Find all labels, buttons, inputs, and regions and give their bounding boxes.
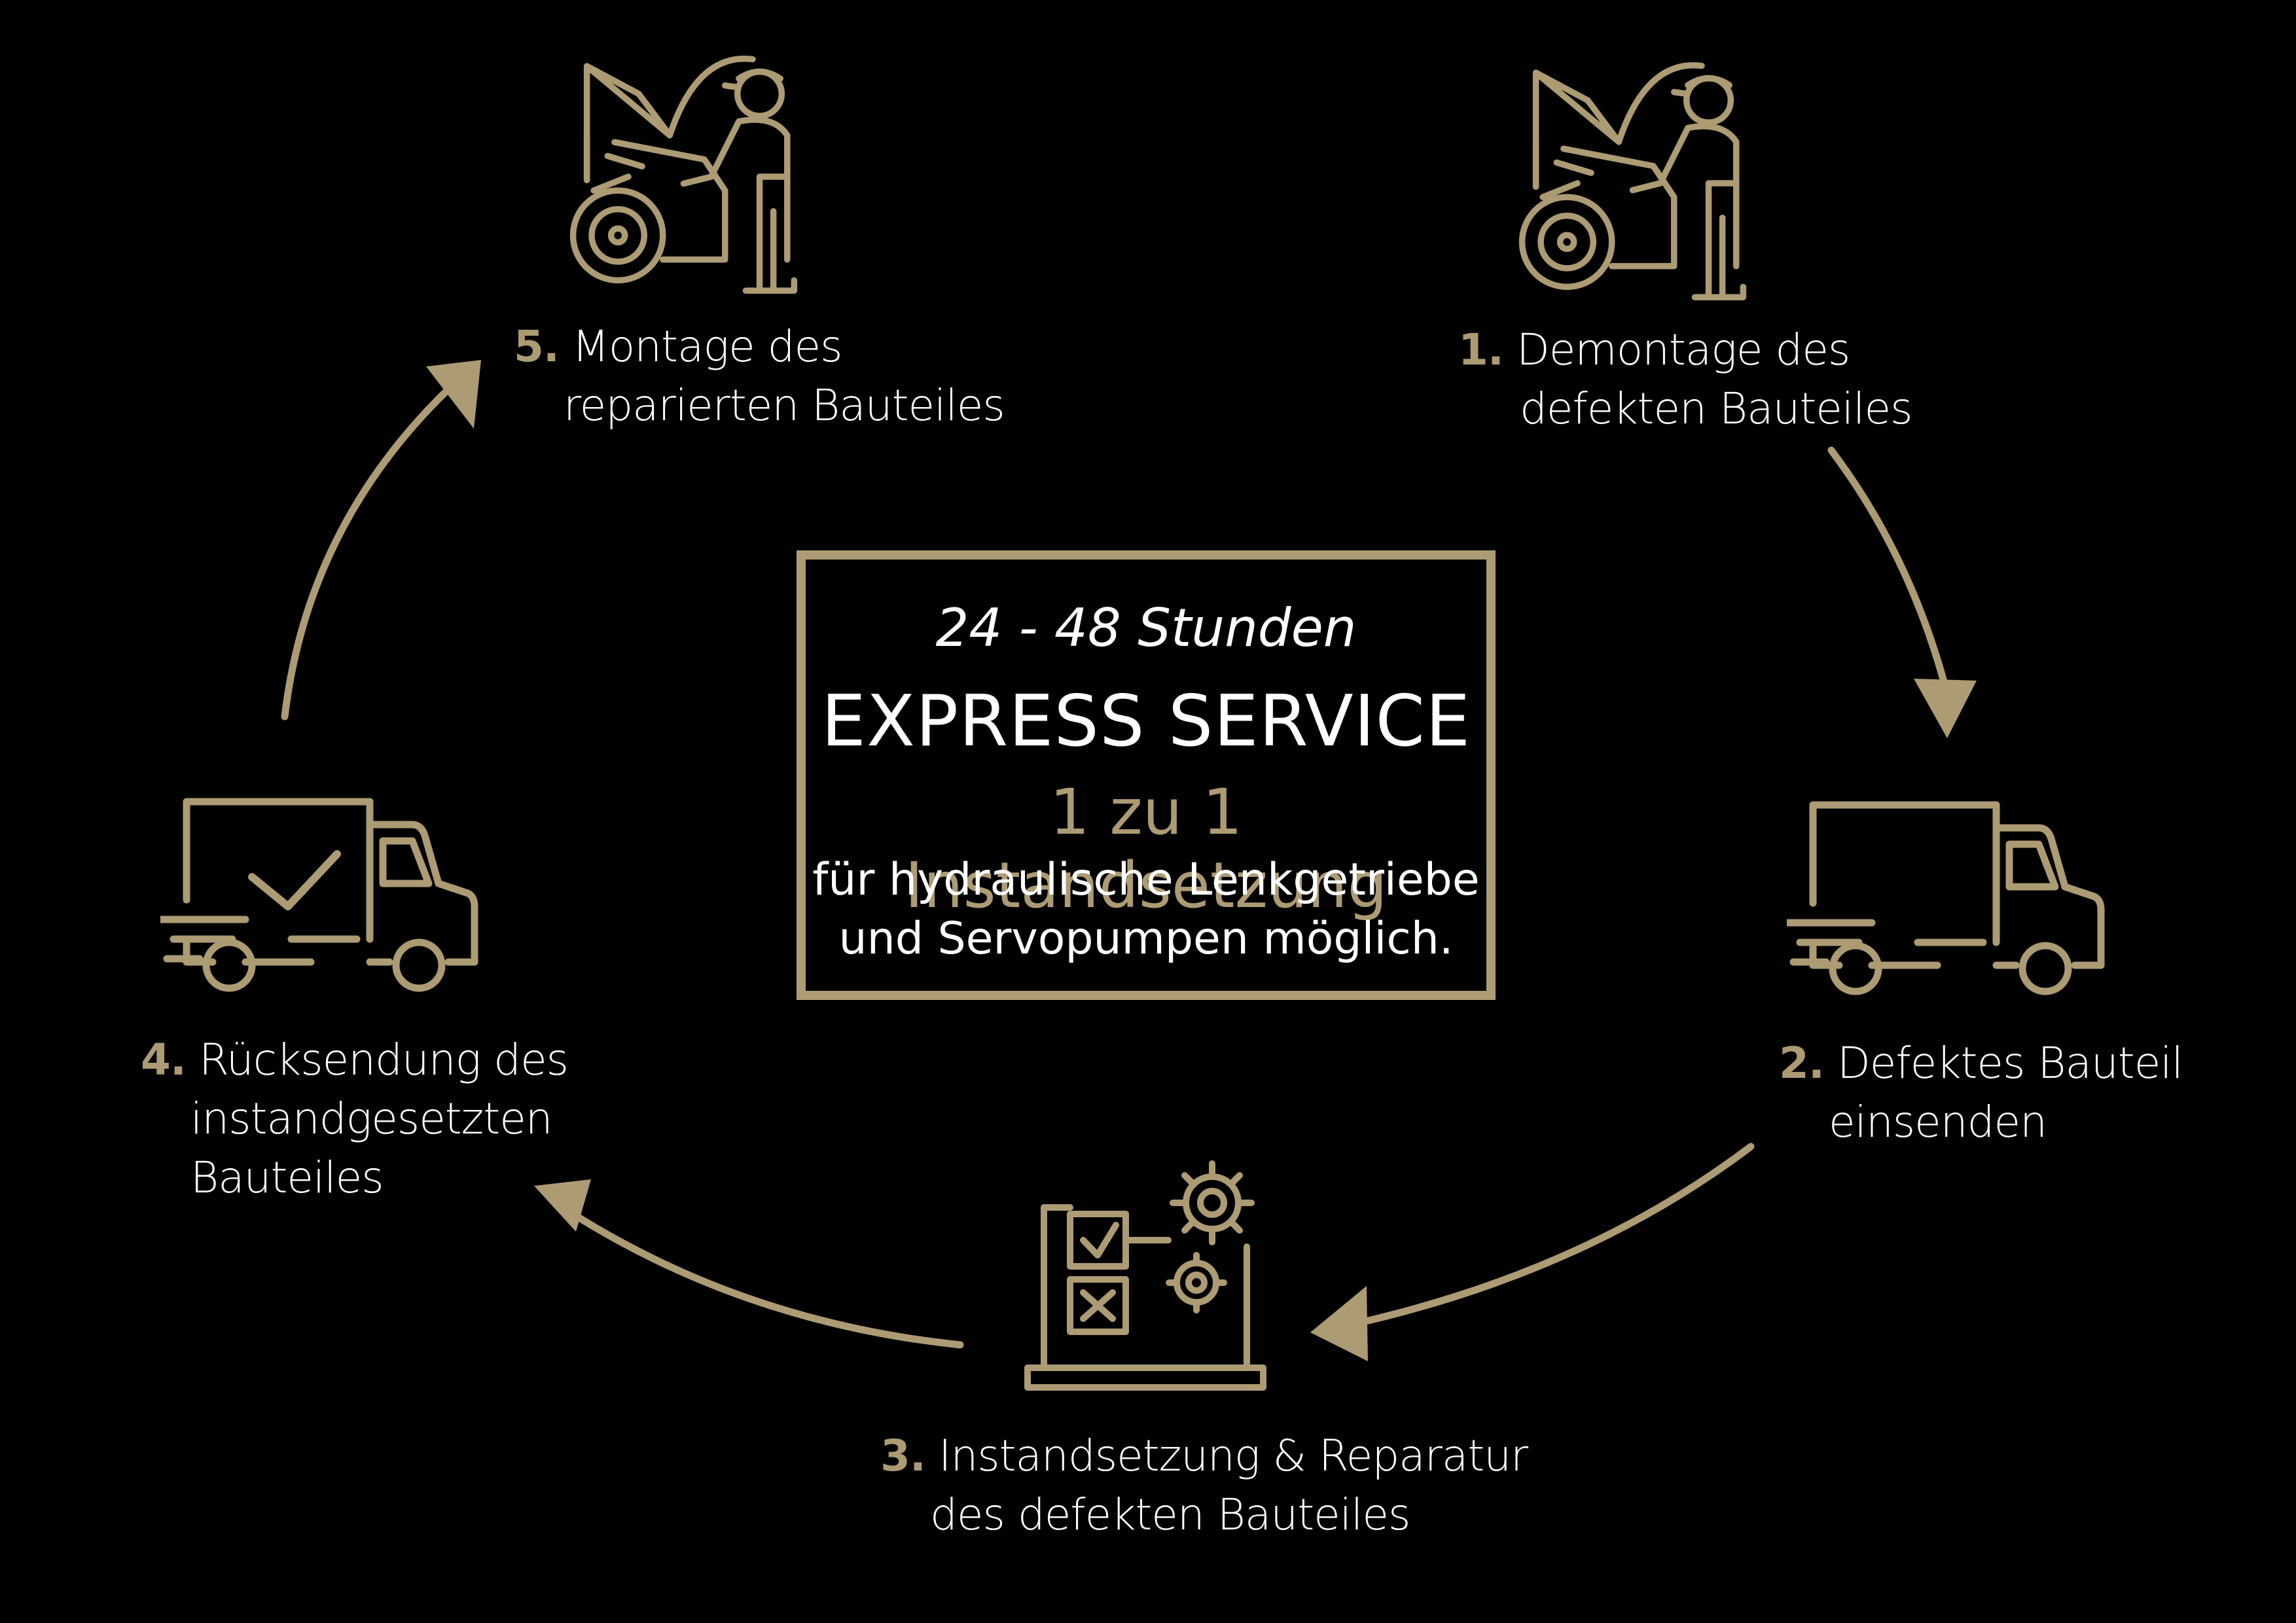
step-3-label: 3. Instandsetzung & Reparatur des defekt…: [880, 1427, 1528, 1544]
service-duration: 24 - 48 Stunden: [935, 597, 1357, 658]
truck-checkmark-icon: [160, 802, 475, 988]
service-description-line-1: für hydraulische Lenkgetriebe: [812, 854, 1480, 906]
service-subtitle: 1 zu 1 Instandsetzung: [905, 776, 1388, 922]
step-4-line-1: Rücksendung des: [198, 1035, 569, 1085]
step-4-line-2: instandgesetzten: [190, 1094, 553, 1144]
step-3-line-2: des defekten Bauteiles: [930, 1489, 1410, 1540]
arrow-3-to-4: [559, 1204, 964, 1349]
step-5-label: 5. Montage des reparierten Bauteiles: [514, 317, 1005, 435]
arrow-4-to-5: [281, 382, 456, 721]
step-2-number: 2.: [1779, 1038, 1825, 1088]
step-5-line-1: Montage des: [571, 321, 843, 372]
laptop-gears-checklist-icon: [1024, 1160, 1266, 1391]
arrowhead-2: [1310, 1286, 1368, 1361]
step-3-number: 3.: [880, 1431, 926, 1481]
step-3-line-1: Instandsetzung & Reparatur: [938, 1431, 1528, 1481]
service-title: EXPRESS SERVICE: [821, 681, 1471, 762]
step-1-line-2: defekten Bauteiles: [1520, 383, 1912, 434]
arrow-2-to-3: [1344, 1143, 1755, 1329]
step-2-label: 2. Defektes Bauteil einsenden: [1779, 1034, 2183, 1152]
arrow-1-to-2: [1827, 446, 1951, 698]
checkmark-icon: [248, 850, 341, 910]
step-1-label: 1. Demontage des defekten Bauteiles: [1458, 321, 1912, 438]
step-5-line-2: reparierten Bauteiles: [564, 380, 1005, 431]
step-2-line-1: Defektes Bauteil: [1837, 1038, 2183, 1088]
arrowhead-4: [426, 360, 481, 429]
cycle-arrows: [281, 382, 1951, 1349]
step-2-line-2: einsenden: [1829, 1097, 2047, 1147]
step-4-label: 4. Rücksendung des instandgesetzten Baut…: [141, 1031, 569, 1207]
express-service-box: 24 - 48 Stunden EXPRESS SERVICE 1 zu 1 I…: [797, 550, 1496, 1000]
service-description-line-2: und Servopumpen möglich.: [838, 913, 1454, 965]
arrowhead-1: [1914, 679, 1977, 738]
step-5-number: 5.: [514, 321, 560, 372]
mechanic-car-icon: [573, 59, 795, 291]
step-4-line-3: Bauteiles: [190, 1152, 384, 1203]
arrowhead-3: [534, 1179, 591, 1232]
delivery-truck-icon: [1787, 805, 2101, 991]
step-1-line-1: Demontage des: [1516, 325, 1850, 375]
step-1-number: 1.: [1458, 325, 1504, 375]
mechanic-car-icon: [1522, 65, 1744, 297]
step-4-number: 4.: [141, 1035, 187, 1085]
